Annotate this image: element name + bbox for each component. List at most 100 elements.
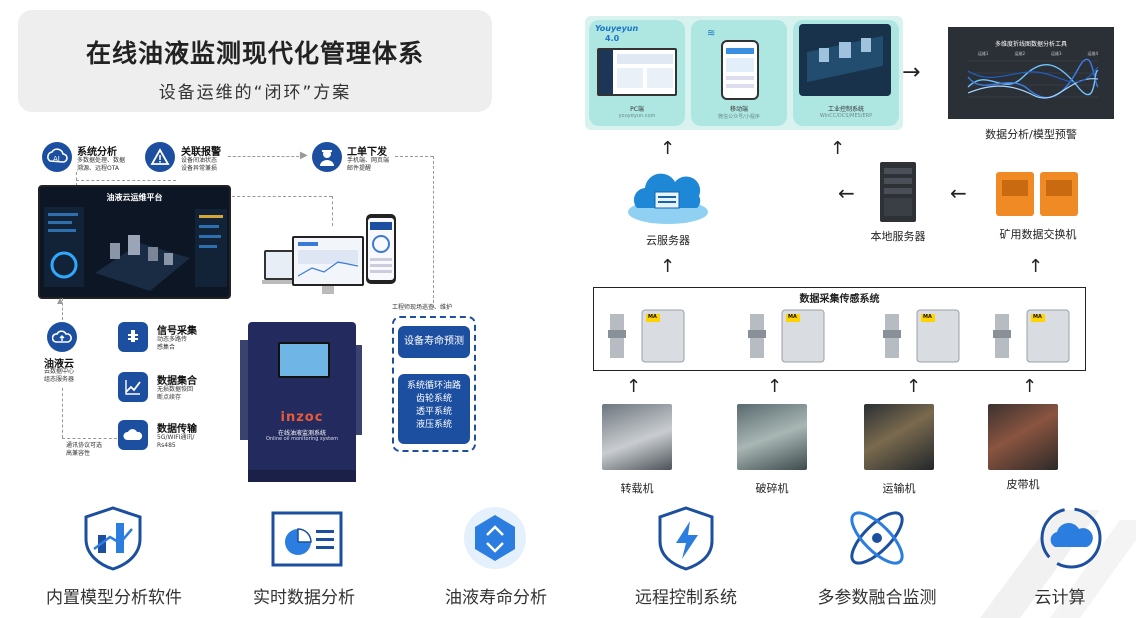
transfer-title: 数据传输 [157,424,197,435]
phone-screen [721,40,759,100]
mobile-label: 移动端 [729,106,748,113]
sensor-units-graphic [608,309,1070,363]
arrow-up-machine-3: ↑ [906,376,922,397]
arrow-up-machine-4: ↑ [1022,376,1038,397]
chart-line [967,66,1099,83]
connector-analysis-alarm [76,180,176,181]
chart-title: 多维度折线图数据分析工具 [994,41,1067,48]
arrow-up-machine-1: ↑ [626,376,642,397]
signal-title: 信号采集 [157,326,197,337]
industrial-desc: WinCC/DCS/MES/ERP [819,113,873,119]
machine-label: 皮带机 [1006,478,1040,491]
industrial-card: 工业控制系统 WinCC/DCS/MES/ERP [793,20,899,126]
machine-photo-2 [737,404,807,470]
brand-name: Youyeyun [595,24,639,33]
feature-label: 内置模型分析软件 [46,588,182,608]
trend-chart-icon [118,372,148,402]
cabinet-name-cn: 在线油液监测系统 [277,430,326,437]
feature-label: 远程控制系统 [635,588,737,608]
machine-label: 转载机 [620,482,654,495]
machine-label: 破碎机 [755,482,789,495]
connector-workorder-right [395,156,433,157]
signal-desc-2: 感集合 [157,344,176,351]
arrow-up-icon: ▲ [57,296,64,305]
platform-monitor: 油液云运维平台 [38,185,231,299]
warning-icon [145,142,175,172]
arrow-up-local: ↑ [830,138,846,159]
sensor-brand-1: MA [648,314,657,320]
analysis-chart: 多维度折线图数据分析工具 运维1 运维2 运维3 运维4 [948,27,1114,119]
prediction-panel: 设备寿命预测 系统循环油路 齿轮系统 透平系统 液压系统 [392,316,476,452]
transfer-desc-1: 5G/WIFI通讯/ [157,434,195,441]
system-item: 齿轮系统 [415,394,452,404]
life-predict-label: 设备寿命预测 [398,326,470,358]
analysis-desc-1: 多数据处理、数据 [77,157,126,164]
feature-label: 多参数融合监测 [817,588,937,608]
wifi-icon: ≋ [707,28,716,39]
arrow-up-sensor-cloud: ↑ [660,256,676,277]
cabinet-base [248,470,356,482]
pc-card: Youyeyun 4.0 PC端 youyeyun.com [589,20,685,126]
platform-dashboard-graphic [44,207,227,291]
connector-cloud-up [62,298,63,320]
cloud-upload-icon [47,322,77,352]
local-server-icon [880,162,916,222]
connector-cloud-transfer [62,438,117,439]
engineer-icon [312,142,342,172]
model-software-icon [84,506,142,571]
signal-desc-1: 动态多路传 [157,336,188,343]
legend-item: 运维4 [1087,51,1098,56]
workorder-desc-1: 手机端、网页端 [347,157,390,164]
pc-screen [597,48,677,96]
workorder-desc-2: 邮件提醒 [347,165,372,172]
cloud-computing-icon [1040,507,1102,569]
transfer-desc-2: Rs485 [157,442,176,449]
brand-version: 4.0 [605,34,620,43]
connector-analysis-down [76,172,77,186]
signal-icon [118,322,148,352]
machine-photo-1 [602,404,672,470]
monitoring-cabinet: inzoc 在线油液监测系统 Online oil monitoring sys… [248,322,356,482]
arrow-up-sensor-switch: ↑ [1028,256,1044,277]
system-item: 系统循环油路 [406,381,461,391]
oil-life-icon [464,507,526,569]
collect-desc-1: 无损数据恢回 [157,386,194,393]
legend-item: 运维2 [1014,51,1026,56]
connector-alarm-workorder [228,156,304,157]
pc-label: PC端 [630,106,644,113]
cloud-server-icon [628,173,708,224]
connector-workorder-down [433,156,434,308]
sensor-brand-4: MA [1033,314,1042,320]
atom-monitoring-icon [850,511,904,565]
system-item: 液压系统 [415,420,452,430]
chart-line [967,58,1099,99]
sensor-brand-3: MA [923,314,932,320]
protocol-note-1: 通讯协议可选 [66,442,103,449]
collect-title: 数据集合 [157,376,197,387]
machine-photo-3 [864,404,934,470]
local-server-label: 本地服务器 [870,230,926,243]
engineer-note: 工程师现场巡查、维护 [392,304,453,311]
arrow-up-cloud: ↑ [660,138,676,159]
cabinet-side-pipe [356,345,362,435]
arrow-right-icon: ▶ [300,150,308,161]
machine-label: 运输机 [882,482,916,495]
page-subtitle: 设备运维的“闭环”方案 [158,83,352,103]
legend-item: 运维3 [1050,51,1062,56]
arrow-to-chart: → [902,60,921,85]
connector-platform-down [332,196,333,226]
cloud-desc-1: 云数据中心 [44,368,75,375]
sensor-brand-2: MA [788,314,797,320]
legend-item: 运维1 [978,51,989,56]
mobile-desc: 微信公众号/小程序 [718,114,760,120]
arrow-left-local: ← [950,181,967,205]
chart-caption: 数据分析/模型预警 [985,128,1077,141]
cloud-transfer-icon [118,420,148,450]
system-item: 透平系统 [415,407,452,417]
alarm-desc-2: 设备异常兼损 [181,165,218,172]
platform-title: 油液云运维平台 [106,193,163,202]
page-title: 在线油液监测现代化管理体系 [85,39,424,68]
ai-icon: AI [42,142,72,172]
arrow-up-machine-2: ↑ [767,376,783,397]
analysis-title: 系统分析 [77,147,117,158]
